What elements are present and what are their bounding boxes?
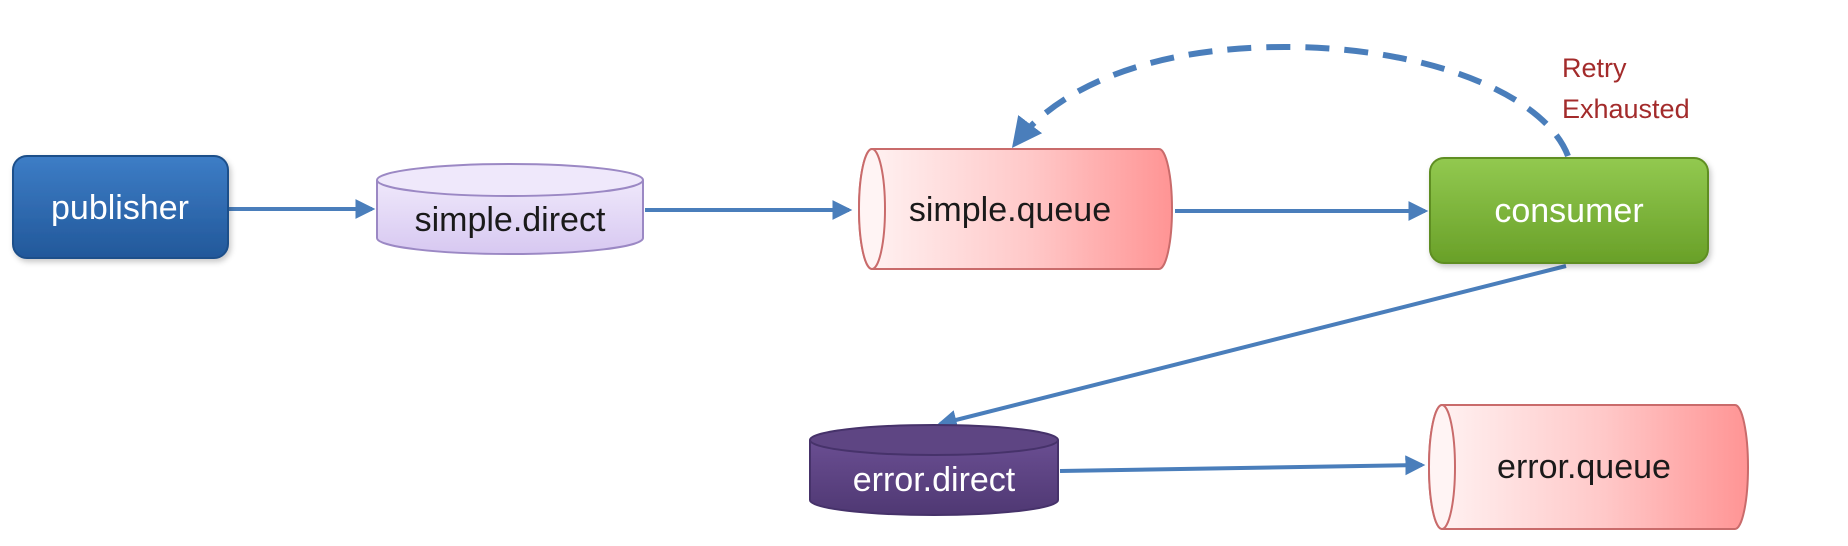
consumer-node: consumer	[1429, 157, 1709, 264]
exhausted-label: Exhausted	[1562, 94, 1690, 124]
error-queue-node: error.queue	[1428, 404, 1749, 530]
simple-direct-label: simple.direct	[415, 201, 606, 239]
simple-queue-node: simple.queue	[858, 148, 1173, 270]
publisher-label: publisher	[51, 189, 189, 227]
retry-label: Retry	[1562, 53, 1627, 83]
error-direct-label: error.direct	[853, 461, 1016, 499]
consumer-label: consumer	[1494, 192, 1643, 230]
retry-dashed-arrow	[1011, 43, 1571, 158]
simple-direct-node: simple.direct	[376, 163, 644, 255]
arrows	[229, 43, 1571, 476]
arrow-consumer-to-error-direct	[936, 264, 1567, 430]
error-direct-node: error.direct	[809, 424, 1059, 516]
error-queue-label: error.queue	[1497, 448, 1671, 486]
retry-exhausted-annotation: Retry Exhausted	[1562, 53, 1690, 124]
arrow-error-direct-to-error-queue	[1059, 455, 1426, 476]
publisher-node: publisher	[12, 155, 229, 259]
simple-queue-label: simple.queue	[909, 191, 1111, 229]
